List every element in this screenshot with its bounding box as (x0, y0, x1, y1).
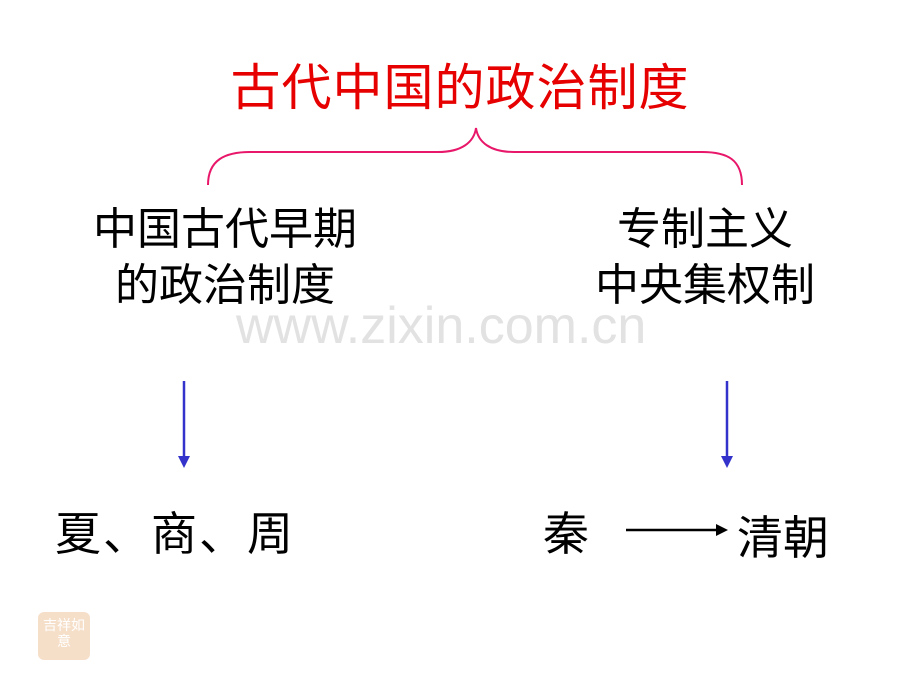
branch-autocracy-line1: 专制主义 (617, 204, 793, 255)
arrow-down-left (178, 381, 190, 468)
branch-autocracy-line2: 中央集权制 (595, 260, 815, 311)
watermark: www.zixin.com.cn (236, 297, 647, 355)
arrow-down-right (721, 381, 733, 468)
diagram-title: 古代中国的政治制度 (230, 59, 690, 117)
seal-stamp-icon: 吉祥如意 (38, 612, 90, 660)
seal-text: 吉祥如意 (43, 618, 85, 650)
result-qing: 清朝 (737, 511, 829, 565)
branch-early-line1: 中国古代早期 (93, 204, 357, 255)
arrow-right-qin-to-qing (626, 524, 728, 536)
result-xia-shang-zhou: 夏、商、周 (55, 507, 295, 561)
result-qin: 秦 (543, 507, 589, 561)
branch-early-line2: 的政治制度 (115, 260, 335, 311)
branch-early-systems: 中国古代早期 的政治制度 (60, 202, 390, 314)
curly-brace (207, 127, 743, 186)
branch-centralized-autocracy: 专制主义 中央集权制 (555, 202, 855, 314)
